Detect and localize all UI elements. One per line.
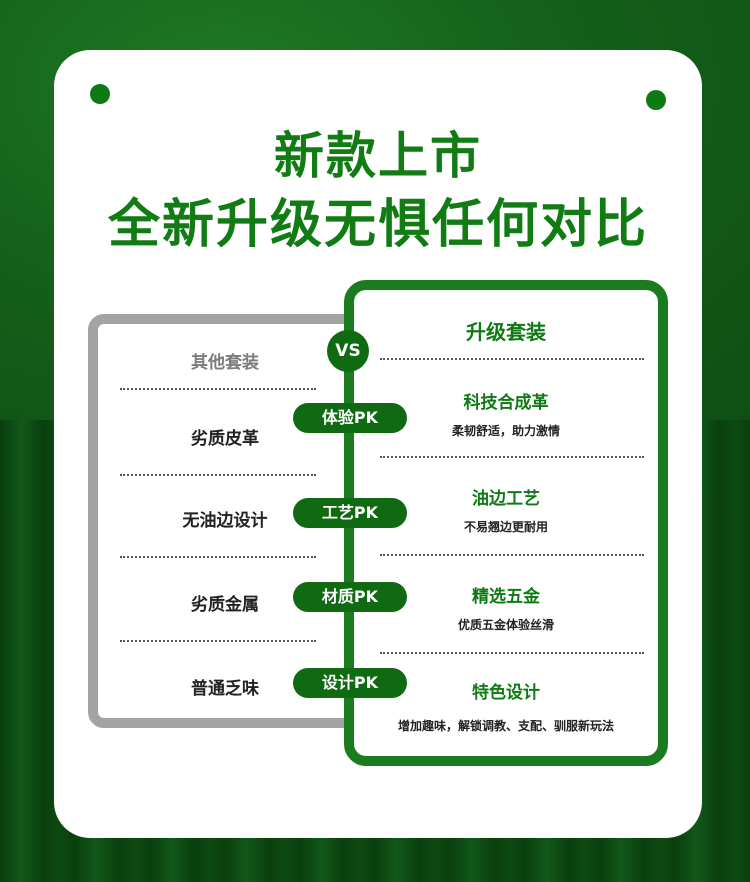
divider bbox=[120, 388, 316, 390]
headline-new-arrival: 新款上市 bbox=[274, 127, 482, 185]
divider bbox=[380, 652, 644, 654]
divider bbox=[120, 556, 316, 558]
upgraded-item-leather: 科技合成革 柔韧舒适，助力激情 bbox=[354, 388, 658, 439]
divider bbox=[380, 358, 644, 360]
upgraded-item-desc: 柔韧舒适，助力激情 bbox=[451, 424, 560, 438]
vs-badge: VS bbox=[327, 330, 369, 372]
divider bbox=[380, 554, 644, 556]
upgraded-item-name: 油边工艺 bbox=[472, 489, 540, 509]
upgraded-item-name: 科技合成革 bbox=[463, 393, 549, 413]
upgraded-item-desc: 增加趣味，解锁调教、支配、驯服新玩法 bbox=[397, 719, 614, 733]
pk-badge-design: 设计PK bbox=[293, 668, 407, 698]
other-item-edge: 无油边设计 bbox=[182, 511, 268, 531]
upgraded-item-name: 精选五金 bbox=[472, 587, 540, 607]
upgraded-item-desc: 不易翘边更耐用 bbox=[463, 520, 548, 534]
pk-badge-material: 材质PK bbox=[293, 582, 407, 612]
comparison-card: 新款上市 全新升级无惧任何对比 其他套装 劣质皮革 无油边设计 劣质金属 普通乏… bbox=[54, 50, 702, 838]
other-sets-title: 其他套装 bbox=[191, 353, 259, 373]
divider bbox=[120, 474, 316, 476]
decor-dot-left bbox=[90, 84, 110, 104]
headline-upgrade: 全新升级无惧任何对比 bbox=[107, 195, 648, 255]
upgraded-sets-title: 升级套装 bbox=[466, 320, 546, 344]
upgraded-item-desc: 优质五金体验丝滑 bbox=[457, 618, 554, 632]
other-item-leather: 劣质皮革 bbox=[191, 429, 259, 449]
other-item-metal: 劣质金属 bbox=[191, 595, 259, 615]
divider bbox=[380, 456, 644, 458]
pk-badge-experience: 体验PK bbox=[293, 403, 407, 433]
other-item-design: 普通乏味 bbox=[191, 679, 259, 699]
pk-badge-craft: 工艺PK bbox=[293, 498, 407, 528]
upgraded-item-name: 特色设计 bbox=[472, 683, 540, 703]
decor-dot-right bbox=[646, 90, 666, 110]
upgraded-item-metal: 精选五金 优质五金体验丝滑 bbox=[354, 582, 658, 633]
divider bbox=[120, 640, 316, 642]
upgraded-item-design: 特色设计 增加趣味，解锁调教、支配、驯服新玩法 bbox=[354, 678, 658, 734]
upgraded-item-edge: 油边工艺 不易翘边更耐用 bbox=[354, 484, 658, 535]
